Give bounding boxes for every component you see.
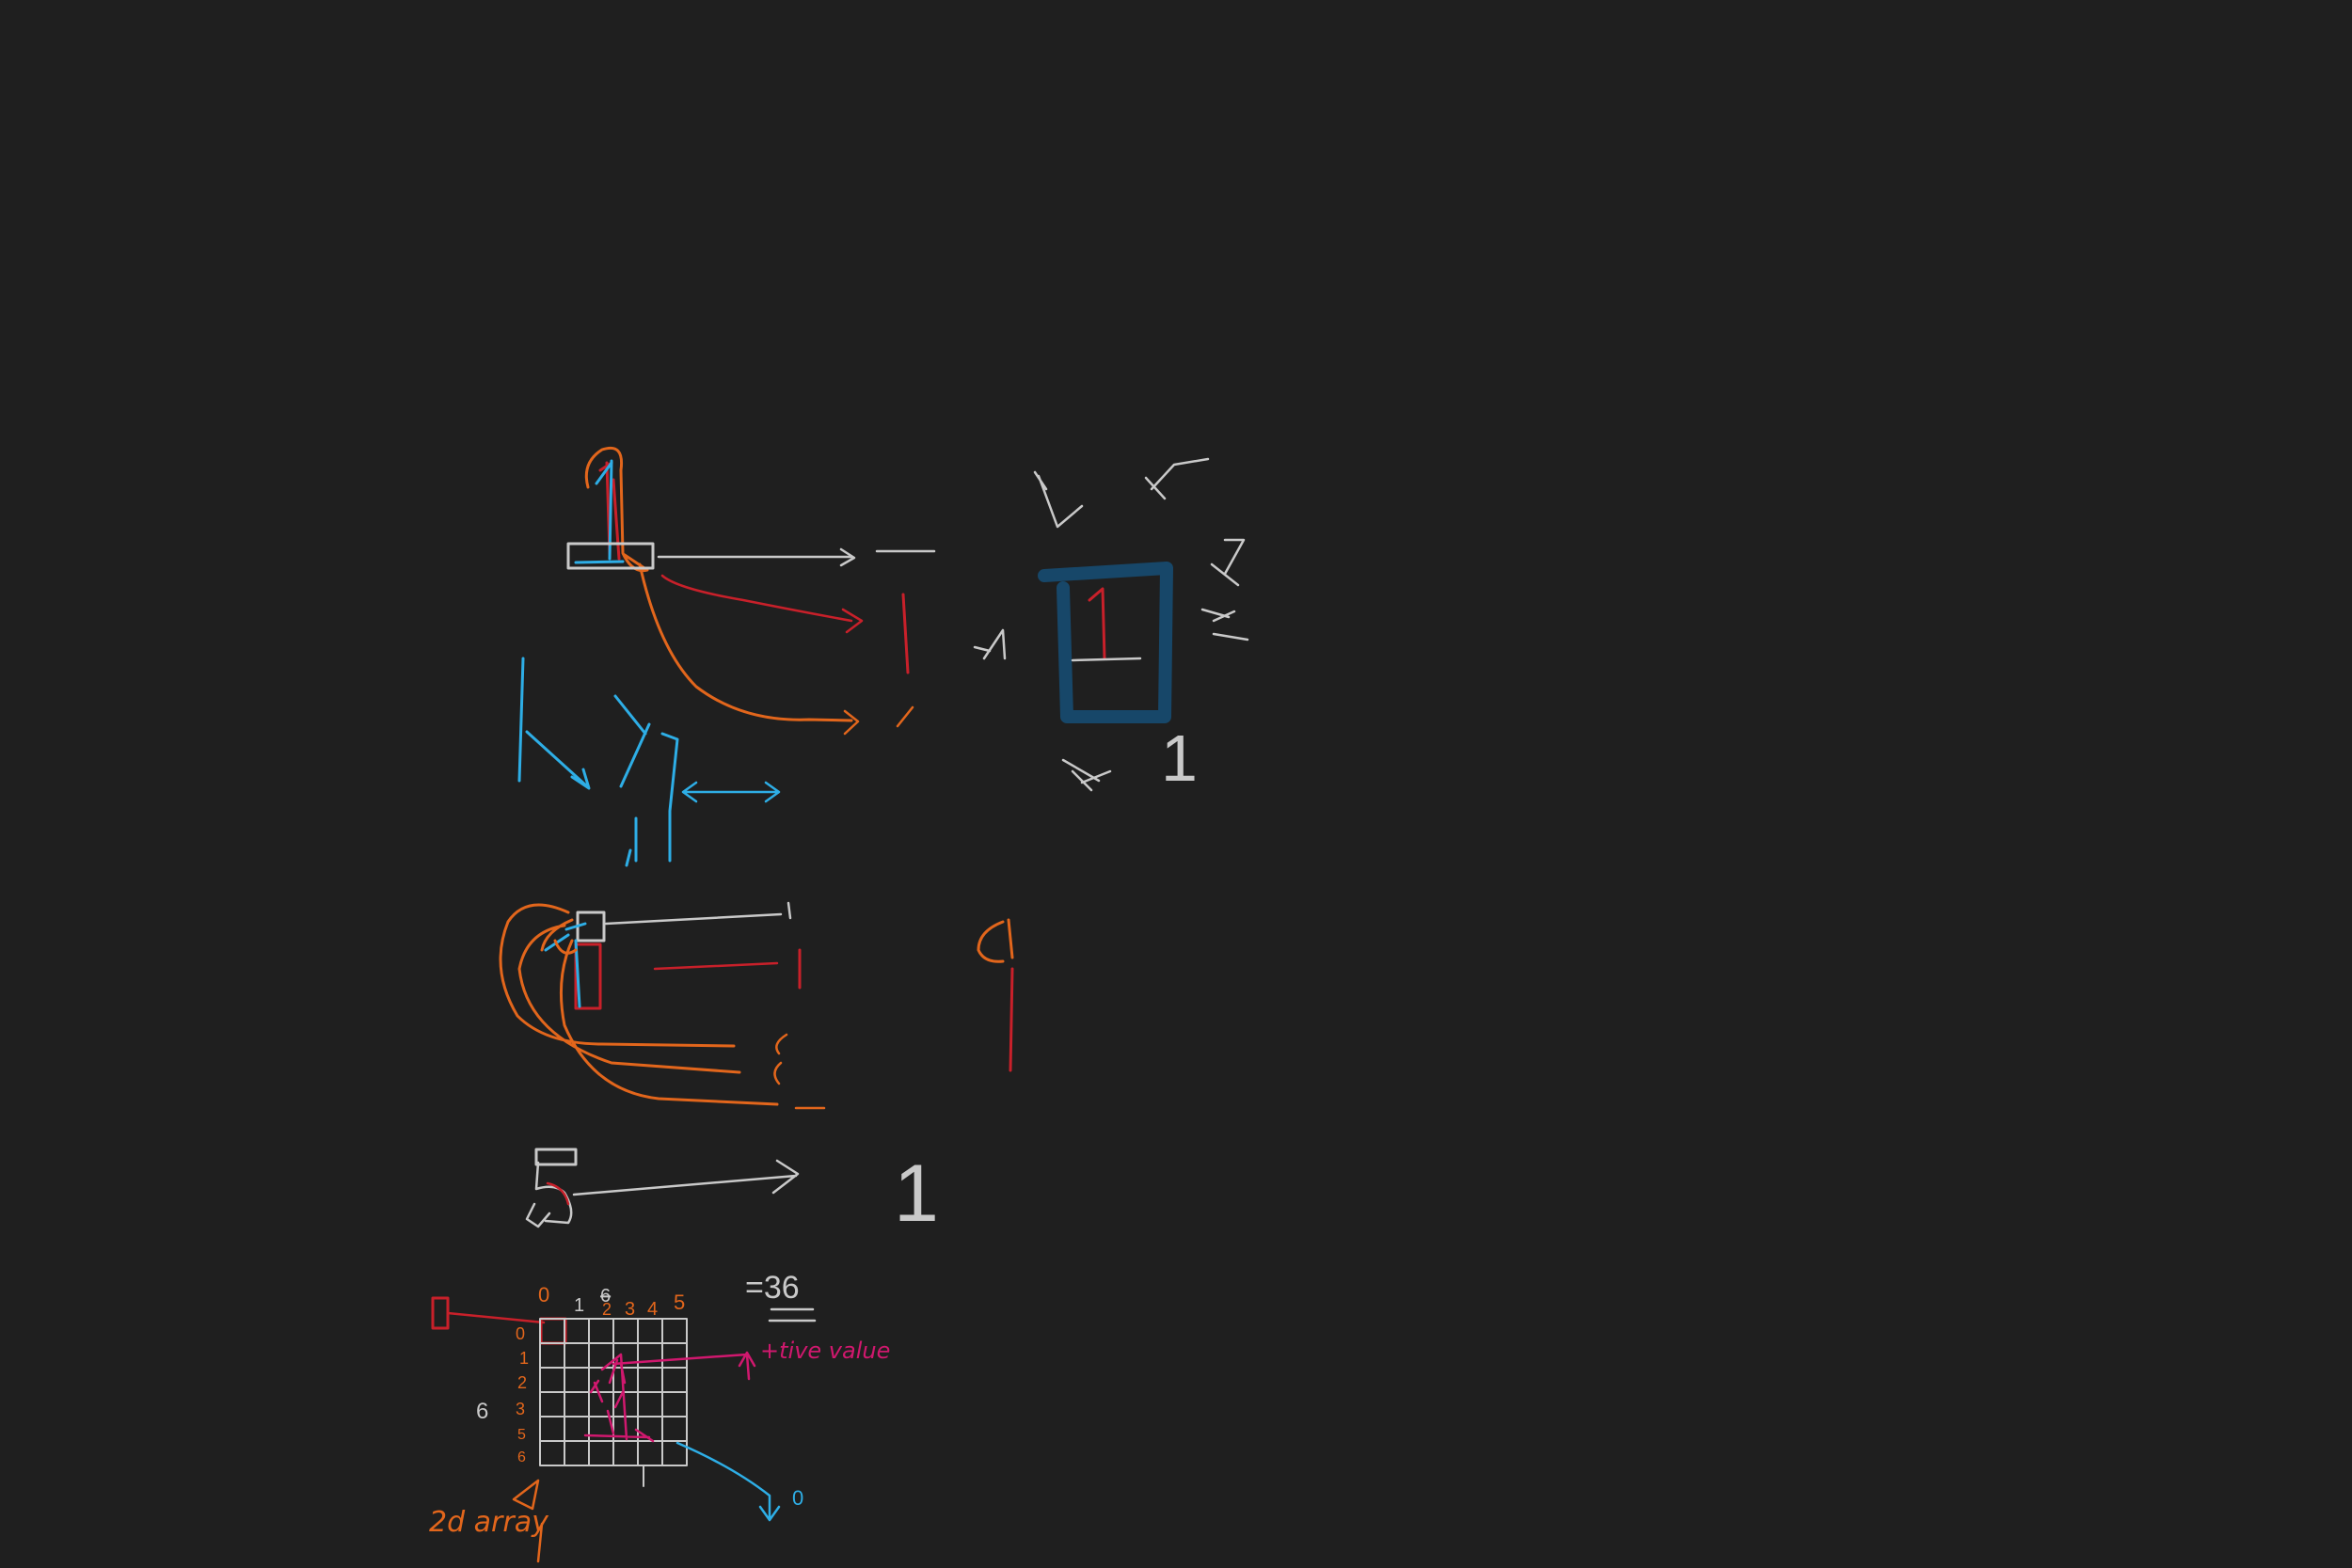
white-base-box — [566, 542, 655, 570]
orange-result-curves — [773, 1033, 826, 1110]
orange-result-tick — [896, 705, 914, 728]
column-index: 4 — [647, 1299, 658, 1320]
white-grid — [539, 1318, 688, 1487]
red-five-stroke — [546, 1181, 570, 1206]
magenta-hatched-one — [583, 1353, 655, 1443]
grid-array-sketch: +tive value 0 2d array 0 1 6 2 3 4 5 0 1… — [429, 1270, 890, 1563]
boxed-one-sketch: 1 — [973, 457, 1249, 795]
row-index: 0 — [516, 1324, 525, 1343]
orbit-ones — [973, 457, 1249, 792]
row-index: 1 — [519, 1349, 529, 1368]
nine-result-stem — [1009, 967, 1014, 1072]
red-stem-arrow — [653, 961, 779, 971]
five-decomposition-sketch: 1 — [525, 1148, 939, 1239]
white-five-top-box — [534, 1148, 578, 1166]
grid-total-label: =36 — [745, 1270, 800, 1306]
column-struck-index: 6 — [600, 1286, 611, 1307]
five-result-glyph: 1 — [894, 1148, 939, 1239]
red-pixel-box — [431, 1296, 450, 1330]
orange-array-pointer — [512, 1479, 544, 1563]
white-inner-base — [1071, 657, 1142, 662]
magenta-positive-arrow — [612, 1351, 756, 1381]
red-stem-box — [574, 942, 602, 1010]
orange-tail-stroke — [638, 562, 853, 722]
blue-exploded-strokes — [517, 657, 679, 867]
navy-box — [1038, 562, 1173, 723]
white-arrow — [657, 547, 856, 567]
nine-decomposition-sketch: 9 — [499, 901, 1014, 1110]
column-index: 1 — [574, 1295, 584, 1316]
column-index: 5 — [674, 1291, 685, 1314]
column-index: 0 — [538, 1283, 549, 1307]
nine-result-glyph — [977, 918, 1014, 963]
zero-label: 0 — [792, 1486, 803, 1510]
white-top-box — [576, 911, 606, 942]
red-result-bar — [901, 593, 910, 674]
grid-size-label: 6 — [476, 1399, 488, 1424]
row-index: 3 — [516, 1400, 525, 1418]
orange-loop-strokes — [499, 903, 779, 1106]
total-double-underline — [768, 1307, 817, 1323]
red-inner-one — [1088, 587, 1106, 660]
boxed-one-glyph: 1 — [1161, 721, 1198, 795]
red-arrow — [660, 574, 864, 634]
array-label: 2d array — [429, 1506, 549, 1539]
row-index: 6 — [517, 1449, 526, 1465]
blue-double-arrow — [681, 781, 781, 803]
white-top-arrow — [604, 901, 792, 926]
column-index: 3 — [625, 1299, 635, 1320]
positive-value-label: +tive value — [760, 1338, 890, 1364]
row-index: 5 — [517, 1427, 526, 1443]
white-five-arrow — [572, 1159, 800, 1196]
orange-arrow-head — [843, 709, 860, 736]
one-decomposition-sketch — [517, 446, 936, 867]
row-index: 2 — [517, 1373, 527, 1392]
column-index: 2 — [602, 1300, 612, 1319]
blue-zero-arrow — [675, 1441, 781, 1522]
red-pointer — [446, 1311, 546, 1324]
